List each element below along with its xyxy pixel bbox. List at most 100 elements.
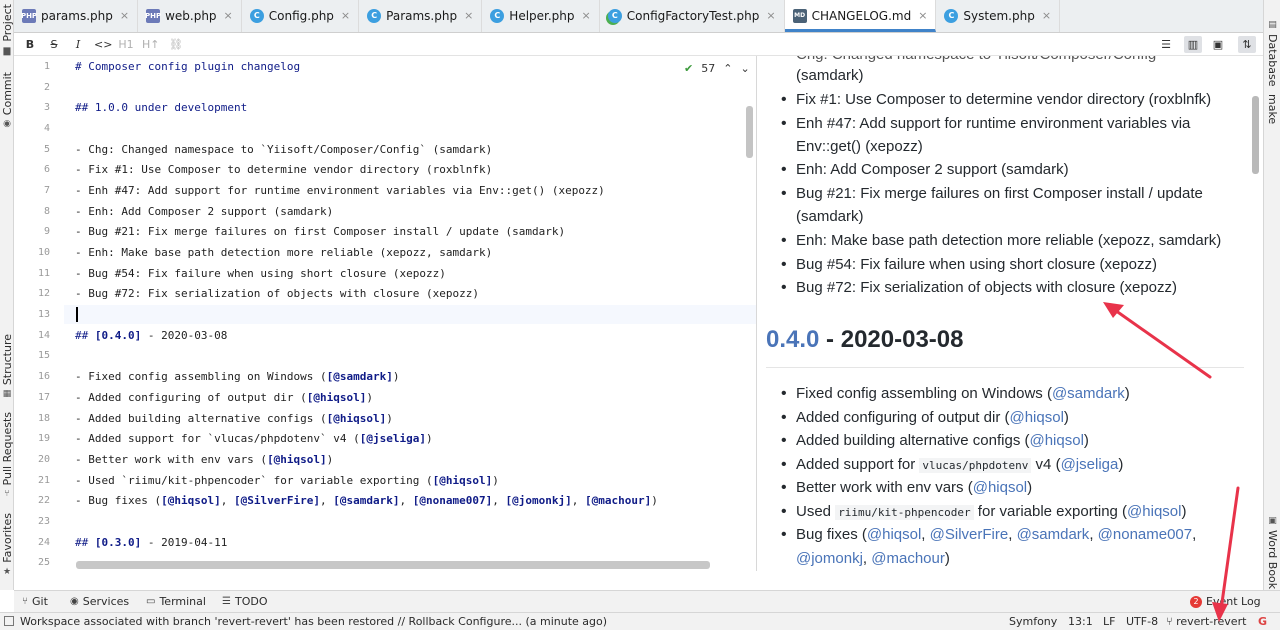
italic-button[interactable]: I bbox=[75, 38, 81, 51]
chevron-up-icon[interactable]: ⌃ bbox=[723, 62, 733, 75]
pull-requests-tool-tab[interactable]: Pull Requests ⑂ bbox=[0, 412, 14, 499]
google-icon[interactable]: G bbox=[1258, 615, 1268, 628]
preview-list-item: Added support for vlucas/phpdotenv v4 (@… bbox=[781, 454, 1123, 477]
code-line-14: ## [0.4.0] - 2020-03-08 bbox=[75, 329, 228, 342]
framework-indicator[interactable]: Symfony bbox=[1009, 615, 1058, 628]
line-number: 6 bbox=[43, 164, 50, 175]
code-button[interactable]: <> bbox=[94, 38, 113, 51]
preview-partial-line: Chg: Changed namespace to Yiisoft/Compos… bbox=[796, 56, 1156, 66]
status-toggle-icon[interactable] bbox=[4, 616, 14, 626]
structure-tool-tab[interactable]: Structure ▦ bbox=[0, 334, 14, 399]
commit-icon: ◉ bbox=[3, 119, 11, 130]
line-number: 24 bbox=[37, 537, 50, 548]
version-link[interactable]: 0.4.0 bbox=[766, 326, 820, 353]
line-number: 19 bbox=[37, 433, 50, 444]
pull-request-icon: ⑂ bbox=[4, 489, 10, 500]
check-icon: ✔ bbox=[684, 62, 694, 75]
inspection-widget[interactable]: ✔ 57 ⌃ ⌄ bbox=[684, 62, 750, 75]
tab-label: Params.php bbox=[386, 8, 458, 23]
php-class-icon: C bbox=[249, 8, 264, 23]
line-number: 21 bbox=[37, 475, 50, 486]
php-class-icon: C bbox=[490, 8, 505, 23]
folder-icon: ▆ bbox=[3, 45, 11, 56]
bold-button[interactable]: B bbox=[25, 38, 35, 51]
status-message[interactable]: Workspace associated with branch 'revert… bbox=[20, 615, 608, 628]
php-file-icon: PHP bbox=[145, 8, 161, 23]
preview-list-item: Fix #1: Use Composer to determine vendor… bbox=[781, 89, 1211, 111]
list-icon: ☰ bbox=[222, 596, 231, 607]
line-number: 11 bbox=[37, 268, 50, 279]
close-icon[interactable]: × bbox=[223, 9, 233, 22]
preview-vertical-scrollbar[interactable] bbox=[1252, 96, 1259, 174]
make-tool-tab[interactable]: make bbox=[1265, 94, 1280, 124]
word-book-tool-tab[interactable]: ▣ Word Book bbox=[1265, 516, 1280, 589]
line-number: 17 bbox=[37, 392, 50, 403]
close-icon[interactable]: × bbox=[464, 9, 474, 22]
close-icon[interactable]: × bbox=[340, 9, 351, 22]
tab-config-factory-test-php[interactable]: C ConfigFactoryTest.php × bbox=[600, 0, 785, 32]
header-level-down-button[interactable]: H1 bbox=[118, 38, 134, 51]
tab-label: Config.php bbox=[268, 8, 334, 23]
chevron-down-icon[interactable]: ⌄ bbox=[740, 62, 750, 75]
tab-system-php[interactable]: C System.php × bbox=[936, 0, 1061, 32]
split-view-icon[interactable]: ▥ bbox=[1184, 36, 1202, 53]
line-number: 18 bbox=[37, 413, 50, 424]
line-number: 16 bbox=[37, 371, 50, 382]
caret-position[interactable]: 13:1 bbox=[1068, 615, 1093, 628]
line-number: 2 bbox=[43, 82, 50, 93]
file-encoding[interactable]: UTF-8 bbox=[1126, 615, 1159, 628]
current-line-highlight bbox=[64, 305, 756, 324]
preview-list-item: Added building alternative configs (@hiq… bbox=[781, 430, 1089, 452]
services-tool-button[interactable]: ◉Services bbox=[70, 595, 130, 608]
status-bar: Workspace associated with branch 'revert… bbox=[0, 612, 1280, 630]
header-level-up-button[interactable]: H↑ bbox=[142, 38, 160, 51]
commit-tool-tab[interactable]: Commit ◉ bbox=[0, 72, 14, 129]
close-icon[interactable]: × bbox=[766, 9, 776, 22]
preview-only-icon[interactable]: ▣ bbox=[1212, 38, 1224, 51]
close-icon[interactable]: × bbox=[918, 9, 928, 22]
markdown-toolbar: B S I <> H1 H↑ ⛓ ☰ ▥ ▣ ⇅ bbox=[14, 33, 1263, 56]
favorites-tool-tab[interactable]: Favorites ★ bbox=[0, 513, 14, 577]
line-separator[interactable]: LF bbox=[1103, 615, 1116, 628]
line-number: 20 bbox=[37, 454, 50, 465]
editor-only-icon[interactable]: ☰ bbox=[1161, 38, 1171, 51]
project-tool-tab[interactable]: Project ▆ bbox=[0, 4, 14, 56]
tab-params-class-php[interactable]: C Params.php × bbox=[359, 0, 483, 32]
markdown-preview[interactable]: Chg: Changed namespace to Yiisoft/Compos… bbox=[758, 56, 1263, 571]
code-line-1: # Composer config plugin changelog bbox=[75, 60, 301, 73]
right-tool-strip: ▤ Database make ▣ Word Book bbox=[1263, 0, 1280, 590]
preview-line: @jomonkj, @machour) bbox=[796, 550, 950, 567]
project-tool-label: Project bbox=[0, 4, 14, 42]
code-line-7: - Enh #47: Add support for runtime envir… bbox=[75, 184, 605, 197]
preview-line: (samdark) bbox=[796, 67, 864, 84]
database-tool-tab[interactable]: ▤ Database bbox=[1265, 20, 1280, 87]
tab-label: CHANGELOG.md bbox=[811, 8, 912, 23]
line-number: 9 bbox=[43, 226, 50, 237]
tab-config-php[interactable]: C Config.php × bbox=[242, 0, 360, 32]
code-line-17: - Added configuring of output dir ([@hiq… bbox=[75, 391, 374, 404]
close-icon[interactable]: × bbox=[119, 9, 130, 22]
todo-tool-button[interactable]: ☰TODO bbox=[222, 595, 268, 608]
preview-list-item: Enh #47: Add support for runtime environ… bbox=[781, 113, 1190, 135]
close-icon[interactable]: × bbox=[581, 9, 591, 22]
tab-helper-php[interactable]: C Helper.php × bbox=[482, 0, 600, 32]
git-branch-icon: ⑂ bbox=[22, 596, 28, 607]
tab-label: Helper.php bbox=[509, 8, 575, 23]
make-tool-label: make bbox=[1266, 94, 1279, 125]
pull-requests-tool-label: Pull Requests bbox=[0, 412, 14, 486]
tab-changelog-md[interactable]: MD CHANGELOG.md × bbox=[784, 0, 937, 32]
git-tool-button[interactable]: ⑂Git bbox=[22, 595, 48, 608]
git-branch-widget[interactable]: ⑂ revert-revert bbox=[1166, 615, 1247, 628]
tab-web-php[interactable]: PHP web.php × bbox=[138, 0, 242, 32]
link-icon[interactable]: ⛓ bbox=[169, 38, 183, 51]
editor-vertical-scrollbar[interactable] bbox=[746, 106, 753, 158]
terminal-tool-button[interactable]: ▭Terminal bbox=[146, 595, 206, 608]
editor-horizontal-scrollbar[interactable] bbox=[76, 561, 710, 569]
preview-line: Env::get() (xepozz) bbox=[796, 138, 923, 155]
tab-params-php[interactable]: PHP params.php × bbox=[14, 0, 139, 32]
sync-scroll-icon[interactable]: ⇅ bbox=[1238, 36, 1256, 53]
strikethrough-button[interactable]: S bbox=[50, 38, 58, 51]
close-icon[interactable]: × bbox=[1041, 9, 1052, 22]
